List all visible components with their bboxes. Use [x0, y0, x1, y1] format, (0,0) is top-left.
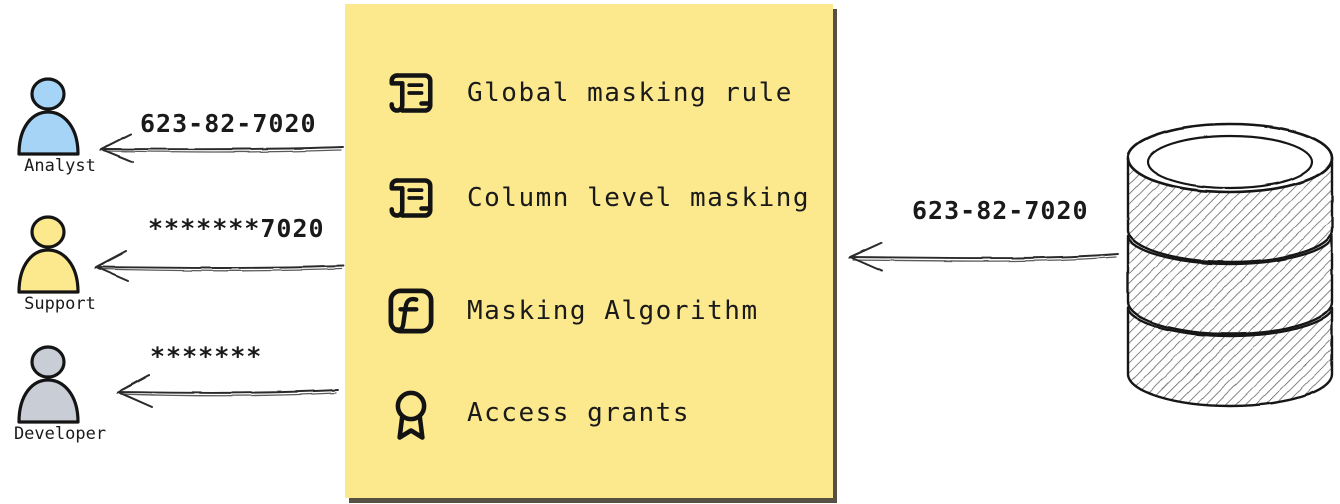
arrow-from-database: [848, 242, 1119, 272]
actor-developer[interactable]: Developer: [0, 344, 120, 444]
flow-value-source: 623-82-7020: [912, 196, 1089, 225]
actor-support[interactable]: Support: [0, 214, 120, 314]
award-icon: [395, 390, 427, 440]
database-icon[interactable]: [1118, 116, 1340, 416]
person-icon: [17, 215, 80, 294]
policy-row[interactable]: Global masking rule: [383, 62, 793, 124]
scroll-icon: [389, 178, 433, 218]
policy-row-label: Global masking rule: [467, 78, 793, 108]
person-icon: [17, 345, 80, 424]
arrow-to-developer: [116, 374, 339, 408]
function-icon: [388, 288, 434, 334]
person-icon: [17, 77, 80, 156]
arrow-to-support: [94, 250, 344, 282]
policy-row[interactable]: Masking Algorithm: [383, 280, 759, 342]
policy-panel[interactable]: Global masking rule Column level masking…: [345, 4, 833, 498]
policy-row[interactable]: Access grants: [383, 382, 690, 444]
policy-row-label: Access grants: [467, 398, 690, 428]
scroll-icon: [389, 73, 433, 113]
actor-label: Analyst: [24, 156, 96, 176]
flow-value-analyst: 623-82-7020: [140, 109, 317, 138]
arrow-to-analyst: [99, 133, 344, 163]
policy-row[interactable]: Column level masking: [383, 167, 810, 229]
actor-analyst[interactable]: Analyst: [0, 76, 120, 176]
actor-label: Support: [24, 294, 96, 314]
flow-value-developer: *******: [150, 342, 263, 371]
policy-row-label: Masking Algorithm: [467, 296, 759, 326]
policy-row-label: Column level masking: [467, 183, 811, 213]
flow-value-support: *******7020: [148, 214, 325, 243]
actor-label: Developer: [13, 424, 107, 444]
